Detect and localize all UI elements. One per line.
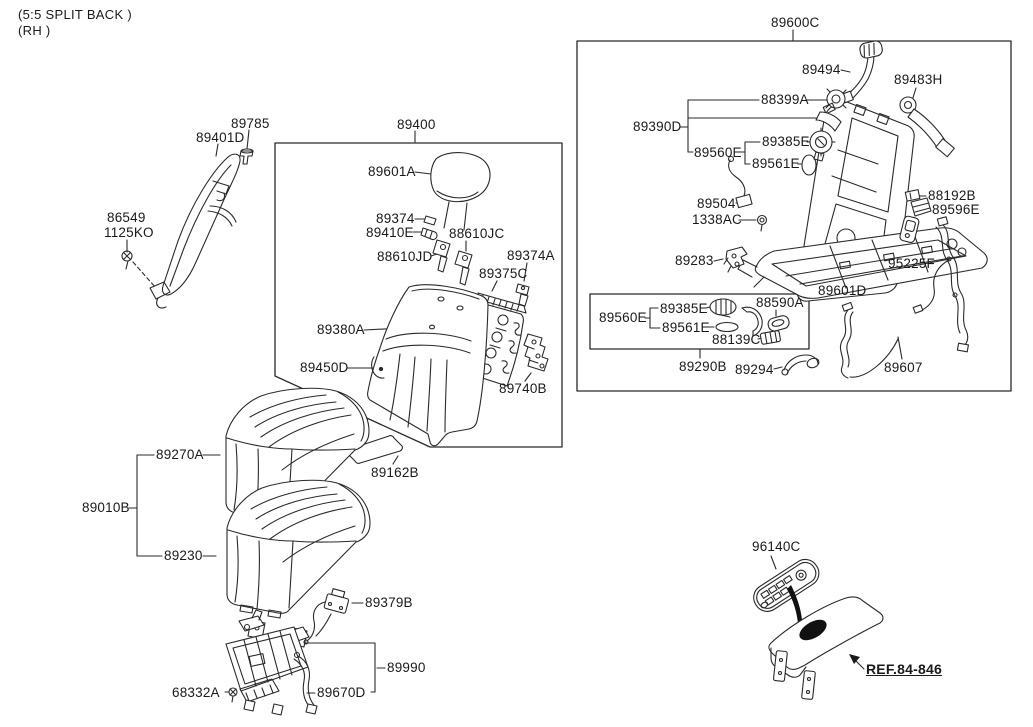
assembly-box-89400 bbox=[274, 142, 563, 448]
part-drawing-89596E bbox=[910, 197, 932, 217]
part-label-89385E-upper: 89385E bbox=[762, 134, 810, 149]
part-label-89785: 89785 bbox=[231, 116, 270, 131]
part-label-89374A: 89374A bbox=[507, 248, 555, 263]
part-drawing-68332A bbox=[228, 687, 238, 703]
part-label-89270A: 89270A bbox=[156, 447, 204, 462]
part-drawing-88139C bbox=[759, 330, 781, 345]
part-label-89375C: 89375C bbox=[479, 266, 528, 281]
part-label-89601D: 89601D bbox=[818, 283, 867, 298]
part-drawing-89162B bbox=[346, 435, 403, 464]
part-label-89379B: 89379B bbox=[365, 595, 413, 610]
part-drawing-89401D bbox=[149, 153, 241, 309]
part-label-89385E-inner: 89385E bbox=[660, 301, 708, 316]
part-label-89600C: 89600C bbox=[771, 15, 820, 30]
part-label-89290B: 89290B bbox=[679, 359, 727, 374]
part-label-89670D: 89670D bbox=[317, 685, 366, 700]
part-drawing-96140C-remote bbox=[753, 558, 820, 612]
part-drawing-89601A-headrest bbox=[430, 152, 491, 231]
part-drawing-89504 bbox=[727, 155, 753, 209]
part-label-89230: 89230 bbox=[164, 548, 203, 563]
diagram-note-line2: (RH ) bbox=[18, 23, 51, 38]
part-label-89010B: 89010B bbox=[82, 500, 130, 515]
part-drawing-belt-strap bbox=[815, 111, 842, 132]
part-drawing-89990 bbox=[225, 609, 310, 716]
part-drawing-89380A bbox=[367, 284, 489, 447]
part-drawing-89385E-upper bbox=[806, 127, 836, 162]
part-drawing-89561E-upper bbox=[801, 154, 817, 176]
part-label-89294: 89294 bbox=[735, 362, 774, 377]
part-label-89390D: 89390D bbox=[633, 119, 682, 134]
part-drawing-armrest bbox=[768, 596, 884, 700]
part-label-86549: 86549 bbox=[107, 210, 146, 225]
part-drawing-89379B bbox=[303, 588, 350, 645]
part-label-89601A: 89601A bbox=[368, 164, 416, 179]
assembly-box-89600C bbox=[576, 40, 1012, 392]
part-label-89400: 89400 bbox=[397, 117, 436, 132]
part-label-95225F: 95225F bbox=[888, 256, 935, 271]
part-label-1338AC: 1338AC bbox=[692, 212, 742, 227]
part-drawing-89670D-cable bbox=[293, 651, 318, 715]
part-drawing-89494 bbox=[838, 40, 883, 105]
part-label-68332A: 68332A bbox=[172, 685, 220, 700]
part-label-89374: 89374 bbox=[376, 211, 415, 226]
part-drawing-89785 bbox=[239, 148, 254, 165]
part-label-1125KO: 1125KO bbox=[104, 225, 154, 240]
part-drawing-89385E-inner bbox=[709, 298, 737, 318]
part-drawing-89230 bbox=[226, 479, 371, 619]
part-drawing-cushion-frame bbox=[737, 227, 988, 299]
part-drawing-bezel bbox=[741, 306, 763, 337]
part-drawing-89283 bbox=[723, 246, 748, 273]
part-drawing-88590A bbox=[767, 315, 790, 332]
part-drawing-89294 bbox=[781, 354, 820, 376]
part-label-89560E-upper: 89560E bbox=[694, 145, 742, 160]
part-drawing-1338AC bbox=[756, 214, 768, 232]
part-drawing-86549 bbox=[121, 250, 133, 270]
part-label-89401D: 89401D bbox=[196, 130, 245, 145]
part-label-89596E: 89596E bbox=[932, 202, 980, 217]
part-label-89740B: 89740B bbox=[499, 381, 547, 396]
part-label-89450D: 89450D bbox=[300, 360, 349, 375]
part-drawing-89483H bbox=[899, 96, 955, 158]
part-label-88399A: 88399A bbox=[761, 92, 809, 107]
part-label-89380A: 89380A bbox=[317, 322, 365, 337]
part-label-89504: 89504 bbox=[697, 196, 736, 211]
part-label-89410E: 89410E bbox=[366, 225, 414, 240]
part-drawing-88399A bbox=[822, 88, 847, 115]
diagram-note-line1: (5:5 SPLIT BACK ) bbox=[18, 7, 132, 22]
part-label-88139C: 88139C bbox=[712, 332, 761, 347]
part-drawing-headrest-guides bbox=[420, 215, 530, 307]
part-drawing-95225F bbox=[899, 215, 920, 244]
part-label-88590A: 88590A bbox=[756, 295, 804, 310]
part-label-96140C: 96140C bbox=[752, 539, 801, 554]
part-label-88610JD: 88610JD bbox=[377, 249, 433, 264]
part-label-89162B: 89162B bbox=[371, 465, 419, 480]
part-label-89990: 89990 bbox=[387, 660, 426, 675]
part-drawing-89607-harness bbox=[839, 216, 969, 379]
part-label-88192B: 88192B bbox=[928, 188, 976, 203]
part-drawing-88192B bbox=[904, 189, 921, 202]
part-label-89561E-inner: 89561E bbox=[662, 320, 710, 335]
part-label-89494: 89494 bbox=[802, 62, 841, 77]
part-drawing-89740B bbox=[523, 333, 549, 372]
part-label-88610JC: 88610JC bbox=[449, 226, 505, 241]
part-label-89561E-upper: 89561E bbox=[752, 156, 800, 171]
reference-link-84-846: REF.84-846 bbox=[866, 661, 942, 677]
part-drawing-89561E-inner bbox=[715, 321, 739, 333]
part-label-89560E-inner: 89560E bbox=[599, 310, 647, 325]
part-label-89607: 89607 bbox=[884, 360, 923, 375]
part-label-89483H: 89483H bbox=[894, 72, 943, 87]
part-label-89283: 89283 bbox=[675, 253, 714, 268]
